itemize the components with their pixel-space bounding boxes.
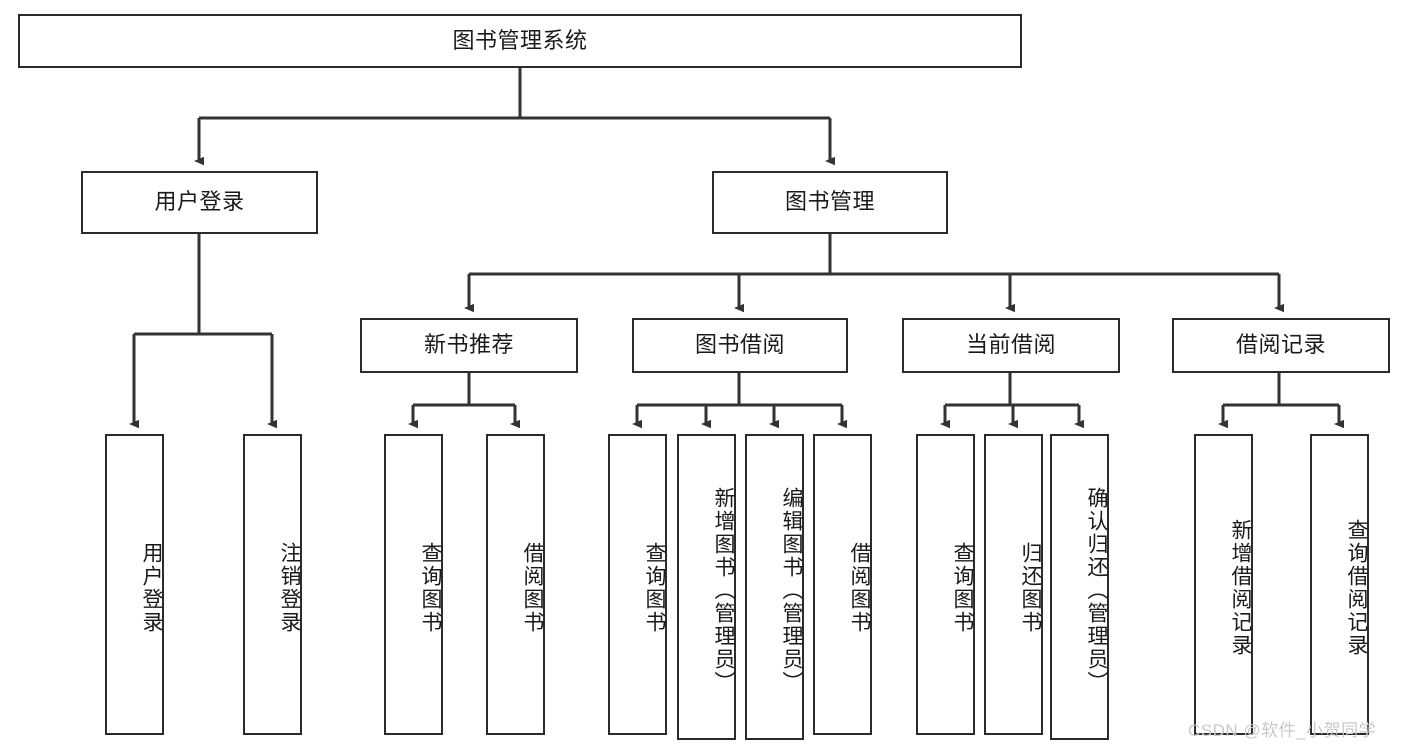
node-label: 编辑图书（管理员） [780,486,803,694]
node-label: 用户登录 [140,541,163,634]
leaf-edit-book[interactable]: 编辑图书（管理员） [745,434,804,740]
csdn-watermark: CSDN @软件_小贺同学 [1188,721,1377,740]
node-current-borrow[interactable]: 当前借阅 [902,318,1120,373]
node-label: 借阅图书 [848,541,871,634]
node-label: 新书推荐 [423,332,514,358]
leaf-query-record[interactable]: 查询借阅记录 [1310,434,1369,735]
leaf-borrow-book-1[interactable]: 借阅图书 [486,434,545,735]
node-book-manage[interactable]: 图书管理 [712,171,948,234]
node-label: 查询图书 [419,541,442,634]
node-label: 借阅图书 [521,541,544,634]
leaf-add-record[interactable]: 新增借阅记录 [1194,434,1253,735]
leaf-query-book-3[interactable]: 查询图书 [916,434,975,735]
leaf-user-login[interactable]: 用户登录 [105,434,164,735]
node-label: 确认归还（管理员） [1085,486,1108,694]
node-label: 新增图书（管理员） [712,486,735,694]
node-label: 图书管理系统 [452,27,588,53]
node-borrow-record[interactable]: 借阅记录 [1172,318,1390,373]
leaf-query-book-1[interactable]: 查询图书 [384,434,443,735]
leaf-logout[interactable]: 注销登录 [243,434,302,735]
node-label: 用户登录 [154,189,245,215]
leaf-confirm-return[interactable]: 确认归还（管理员） [1050,434,1109,740]
node-label: 查询图书 [643,541,666,634]
node-label: 当前借阅 [965,332,1056,358]
node-label: 图书借阅 [694,332,785,358]
leaf-borrow-book-2[interactable]: 借阅图书 [813,434,872,735]
leaf-return-book[interactable]: 归还图书 [984,434,1043,735]
leaf-add-book[interactable]: 新增图书（管理员） [677,434,736,740]
leaf-query-book-2[interactable]: 查询图书 [608,434,667,735]
node-label: 借阅记录 [1235,332,1326,358]
node-label: 归还图书 [1019,541,1042,634]
node-root-system[interactable]: 图书管理系统 [18,14,1022,68]
node-label: 新增借阅记录 [1229,518,1252,657]
node-user-login[interactable]: 用户登录 [81,171,318,234]
node-label: 注销登录 [278,541,301,634]
node-book-borrow[interactable]: 图书借阅 [632,318,848,373]
node-label: 图书管理 [784,189,875,215]
node-new-book-recommend[interactable]: 新书推荐 [360,318,578,373]
node-label: 查询图书 [951,541,974,634]
node-label: 查询借阅记录 [1345,518,1368,657]
